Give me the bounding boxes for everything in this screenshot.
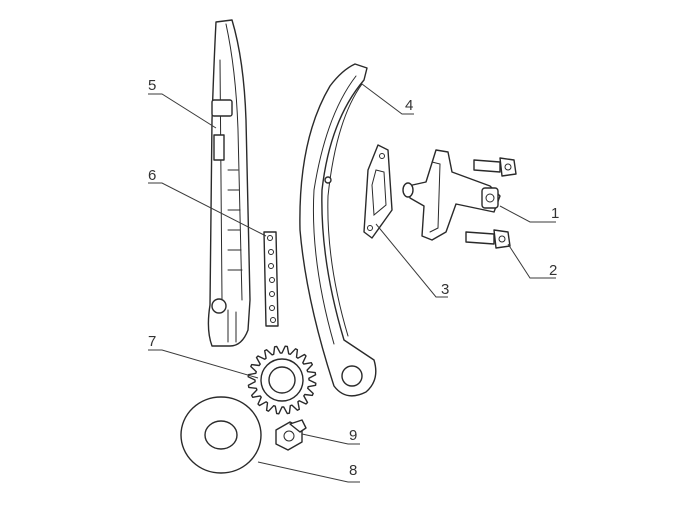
callout-9: 9 [349, 427, 357, 444]
callout-6: 6 [148, 167, 156, 184]
callout-5: 5 [148, 77, 156, 94]
callout-1: 1 [551, 205, 559, 222]
callout-7: 7 [148, 333, 156, 350]
part-sprocket-bolt [275, 419, 307, 451]
part-bolt-upper [473, 157, 517, 177]
callout-8: 8 [349, 462, 357, 479]
part-washer [180, 396, 262, 474]
part-chain-section [263, 231, 279, 327]
part-gasket [363, 144, 393, 239]
part-tensioner-arm [299, 63, 377, 397]
callout-4: 4 [405, 97, 413, 114]
callout-3: 3 [441, 281, 449, 298]
part-bolt-lower [465, 229, 511, 249]
callout-leaders [148, 83, 556, 483]
part-chain-guide [207, 19, 251, 347]
part-tensioner [402, 149, 501, 241]
part-sprocket [247, 345, 317, 415]
callout-labels: 1 2 3 4 5 6 7 8 9 [148, 77, 559, 479]
callout-2: 2 [549, 262, 557, 279]
